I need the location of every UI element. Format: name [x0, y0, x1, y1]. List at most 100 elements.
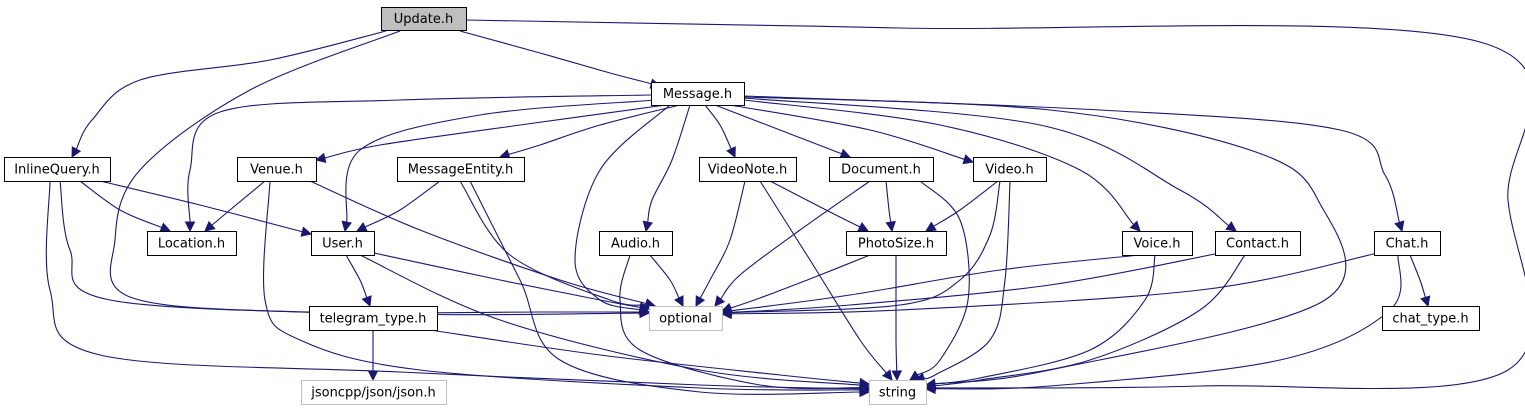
node-message-box: [651, 82, 745, 106]
node-string[interactable]: string: [869, 380, 927, 405]
node-video-box: [973, 157, 1047, 182]
edge-telegram-type-to-string: [429, 329, 871, 389]
node-voice[interactable]: Voice.h: [1122, 231, 1193, 256]
edge-chat-to-chat-type: [1409, 254, 1431, 308]
node-contact-box: [1215, 231, 1301, 256]
node-photo-size-label: PhotoSize.h: [858, 237, 934, 252]
node-chat-type[interactable]: chat_type.h: [1382, 306, 1480, 331]
edge-video-note-to-string: [759, 180, 893, 381]
edge-message-to-audio: [642, 104, 691, 233]
node-inline-query-box: [4, 157, 111, 182]
edge-video-note-to-optional: [695, 180, 746, 307]
edge-document-to-photo-size: [885, 180, 896, 233]
edge-user-to-telegram-type: [345, 254, 372, 308]
edge-message-to-user: [341, 99, 657, 233]
node-audio[interactable]: Audio.h: [599, 231, 673, 256]
node-message-entity[interactable]: MessageEntity.h: [397, 157, 525, 182]
node-optional-box: [649, 306, 723, 331]
edge-voice-to-string: [924, 254, 1156, 390]
edge-message-to-venue: [314, 104, 667, 163]
edge-chat-to-optional: [720, 252, 1379, 320]
edge-update-to-inline-query: [71, 30, 387, 158]
node-message-entity-box: [397, 157, 525, 182]
node-inline-query-label: InlineQuery.h: [14, 163, 100, 178]
edge-venue-to-string: [262, 180, 871, 396]
edges-layer: [45, 19, 1525, 398]
edge-audio-to-optional: [649, 254, 684, 307]
node-chat-box: [1374, 231, 1441, 256]
edge-contact-to-optional: [720, 252, 1221, 318]
node-update-label: Update.h: [394, 12, 453, 27]
edge-video-note-to-photo-size: [769, 180, 869, 232]
edge-photo-size-to-optional: [720, 254, 871, 313]
edge-message-to-message-entity: [498, 104, 681, 160]
edge-venue-to-location: [204, 180, 266, 232]
node-photo-size[interactable]: PhotoSize.h: [846, 231, 947, 256]
edge-message-to-voice: [743, 99, 1141, 232]
node-video-note[interactable]: VideoNote.h: [699, 157, 797, 182]
node-optional-label: optional: [659, 312, 712, 327]
node-user-box: [311, 231, 375, 256]
edge-message-to-optional: [574, 104, 671, 315]
node-message[interactable]: Message.h: [651, 82, 745, 106]
node-venue-label: Venue.h: [250, 163, 303, 178]
node-jsoncpp-box: [301, 380, 447, 405]
node-photo-size-box: [846, 231, 947, 256]
node-video-note-label: VideoNote.h: [708, 163, 788, 178]
edge-message-to-video: [729, 104, 975, 165]
node-chat-label: Chat.h: [1386, 237, 1429, 252]
node-venue[interactable]: Venue.h: [237, 157, 317, 182]
edge-video-to-photo-size: [925, 180, 999, 232]
node-jsoncpp[interactable]: jsoncpp/json/json.h: [301, 380, 447, 405]
node-inline-query[interactable]: InlineQuery.h: [4, 157, 111, 182]
node-document[interactable]: Document.h: [829, 157, 934, 182]
node-contact-label: Contact.h: [1226, 237, 1289, 252]
node-venue-box: [237, 157, 317, 182]
node-user[interactable]: User.h: [311, 231, 375, 256]
node-voice-box: [1122, 231, 1193, 256]
node-audio-box: [599, 231, 673, 256]
node-telegram-type-box: [309, 306, 438, 331]
node-optional[interactable]: optional: [649, 306, 723, 331]
edge-voice-to-optional: [720, 254, 1141, 317]
edge-telegram-type-to-jsoncpp: [367, 330, 379, 382]
node-chat[interactable]: Chat.h: [1374, 231, 1441, 256]
node-chat-type-box: [1382, 306, 1480, 331]
node-voice-label: Voice.h: [1134, 237, 1181, 252]
node-jsoncpp-label: jsoncpp/json/json.h: [310, 386, 436, 401]
node-update-box: [381, 7, 467, 31]
node-document-label: Document.h: [841, 163, 921, 178]
node-string-label: string: [879, 386, 916, 401]
edge-update-to-message: [459, 30, 662, 89]
edge-message-to-video-note: [704, 104, 736, 159]
edge-photo-size-to-string: [891, 255, 903, 382]
edge-chat-to-string: [924, 254, 1402, 395]
edge-user-to-optional: [373, 252, 651, 313]
edge-update-to-optional: [109, 30, 651, 318]
node-message-label: Message.h: [663, 87, 732, 102]
node-location[interactable]: Location.h: [147, 231, 237, 256]
edge-inline-query-to-location: [79, 180, 172, 233]
edge-document-to-string: [909, 180, 970, 381]
node-location-label: Location.h: [158, 237, 225, 252]
node-video-note-box: [699, 157, 797, 182]
node-chat-type-label: chat_type.h: [1392, 312, 1468, 327]
node-audio-label: Audio.h: [611, 237, 660, 252]
edge-inline-query-to-user: [99, 180, 313, 237]
node-location-box: [147, 231, 237, 256]
node-update[interactable]: Update.h: [381, 7, 467, 31]
node-telegram-type-label: telegram_type.h: [320, 312, 427, 327]
edge-contact-to-string: [924, 254, 1246, 392]
edge-document-to-optional: [714, 180, 871, 307]
node-contact[interactable]: Contact.h: [1215, 231, 1301, 256]
node-telegram-type[interactable]: telegram_type.h: [309, 306, 438, 331]
edge-message-entity-to-user: [355, 180, 441, 232]
edge-message-to-contact: [743, 97, 1237, 232]
edge-update-to-string: [465, 19, 1525, 394]
node-video[interactable]: Video.h: [973, 157, 1047, 182]
edge-message-to-location: [184, 94, 652, 233]
node-string-box: [869, 380, 927, 405]
node-document-box: [829, 157, 934, 182]
